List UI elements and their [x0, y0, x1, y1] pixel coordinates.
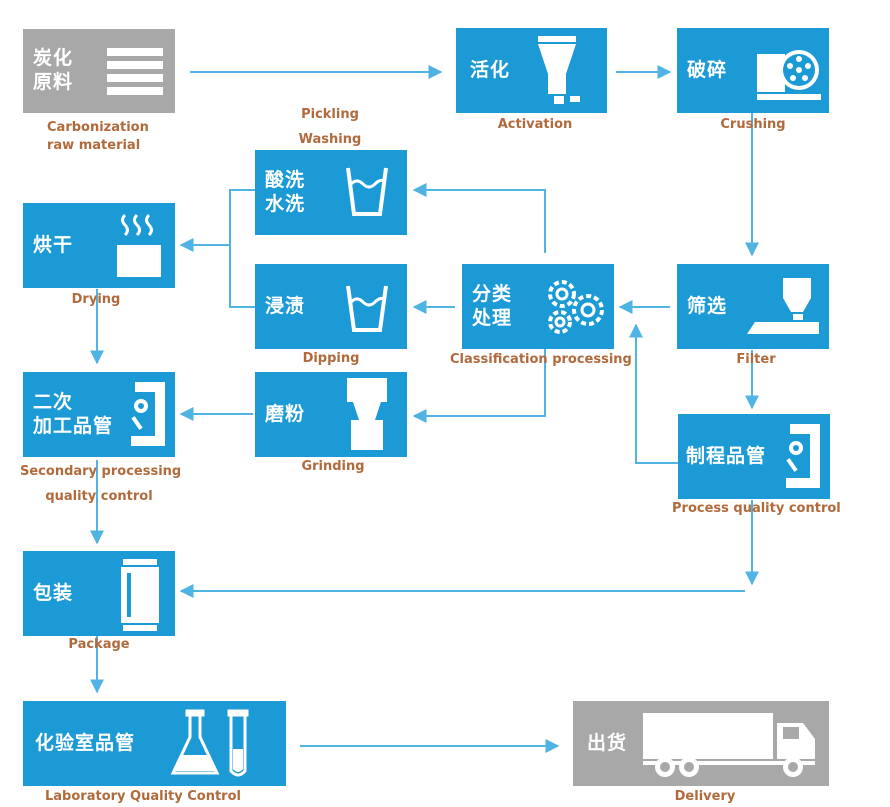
caption-activation: Activation	[497, 117, 573, 132]
mill-icon	[347, 378, 387, 450]
caption-delivery: Delivery	[674, 789, 736, 804]
node-grinding: 磨粉	[255, 372, 407, 457]
node-label: 制程品管	[686, 445, 767, 467]
caption-crushing: Crushing	[720, 117, 786, 132]
node-classification: 分类 处理	[462, 264, 614, 349]
node-label: 化验室品管	[35, 732, 136, 754]
caption-filter: Filter	[736, 352, 776, 367]
caption-raw-material: Carbonization raw material	[47, 120, 149, 153]
arrow-classify-to-pickling	[412, 183, 546, 253]
flask-icon	[170, 709, 249, 777]
node-label: 烘干	[33, 234, 74, 256]
arrow-processqc-to-classify	[629, 323, 678, 464]
microscope-icon	[786, 424, 820, 488]
node-pickling-washing: 酸洗 水洗	[255, 150, 407, 235]
caption-classification: Classification processing	[450, 352, 632, 367]
node-drying: 烘干	[23, 203, 175, 288]
node-dipping: 浸渍	[255, 264, 407, 349]
node-label: 筛选	[687, 295, 728, 317]
furnace-icon	[538, 36, 580, 104]
steam-icon	[117, 213, 161, 277]
node-process-qc: 制程品管	[678, 414, 830, 499]
node-crushing: 破碎	[677, 28, 829, 113]
node-label: 包装	[33, 582, 74, 604]
sieve-icon	[747, 278, 819, 334]
node-delivery: 出货	[573, 701, 829, 786]
caption-drying: Drying	[71, 292, 121, 307]
node-laboratory-qc: 化验室品管	[23, 701, 286, 786]
caption-grinding: Grinding	[301, 459, 365, 474]
node-label: 分类 处理	[472, 283, 513, 329]
beaker-icon	[346, 285, 388, 332]
node-activation: 活化	[456, 28, 607, 113]
caption-laboratory-qc: Laboratory Quality Control	[45, 789, 241, 804]
node-raw-material: 炭化 原料	[23, 29, 175, 113]
node-label: 炭化 原料	[33, 47, 74, 93]
beaker-icon	[346, 167, 388, 216]
node-secondary-qc: 二次 加工品管	[23, 372, 175, 457]
node-label: 出货	[587, 732, 628, 754]
arrow-classify-to-grinding	[412, 348, 546, 423]
node-filter: 筛选	[677, 264, 829, 349]
truck-icon	[643, 713, 815, 777]
node-label: 浸渍	[265, 295, 306, 317]
document-lines-icon	[107, 48, 163, 95]
node-label: 酸洗 水洗	[265, 169, 306, 215]
bag-icon	[121, 559, 159, 631]
caption-package: Package	[68, 637, 130, 652]
caption-dipping: Dipping	[302, 351, 360, 366]
caption-pickling: Pickling Washing	[298, 107, 362, 147]
crusher-icon	[757, 50, 821, 100]
gears-icon	[548, 280, 604, 334]
caption-secondary-qc: Secondary processing quality control	[20, 464, 182, 504]
node-label: 二次 加工品管	[33, 391, 114, 437]
caption-process-qc: Process quality control	[672, 501, 841, 516]
node-label: 破碎	[687, 59, 728, 81]
node-label: 磨粉	[265, 403, 306, 425]
microscope-icon	[131, 382, 165, 446]
node-package: 包装	[23, 551, 175, 636]
node-label: 活化	[470, 59, 511, 81]
line-pickling-dipping-join	[229, 189, 255, 308]
